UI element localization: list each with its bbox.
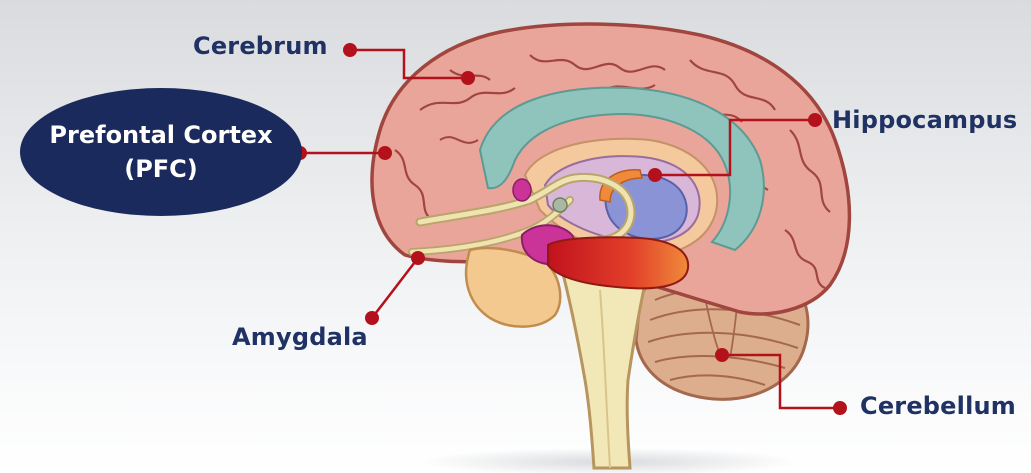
cerebrum-label: Cerebrum (193, 32, 328, 60)
septal-nucleus (513, 179, 531, 201)
mammillary-body (553, 198, 567, 212)
hippocampus-label: Hippocampus (832, 106, 1017, 134)
cerebellum-label: Cerebellum (860, 392, 1016, 420)
prefrontal-cortex-badge: Prefontal Cortex (PFC) (20, 88, 302, 216)
prefrontal-cortex-label: Prefontal Cortex (49, 118, 272, 152)
prefrontal-cortex-abbrev: (PFC) (124, 152, 198, 186)
connector-amygdala (365, 251, 425, 325)
amygdala-label: Amygdala (232, 323, 368, 351)
